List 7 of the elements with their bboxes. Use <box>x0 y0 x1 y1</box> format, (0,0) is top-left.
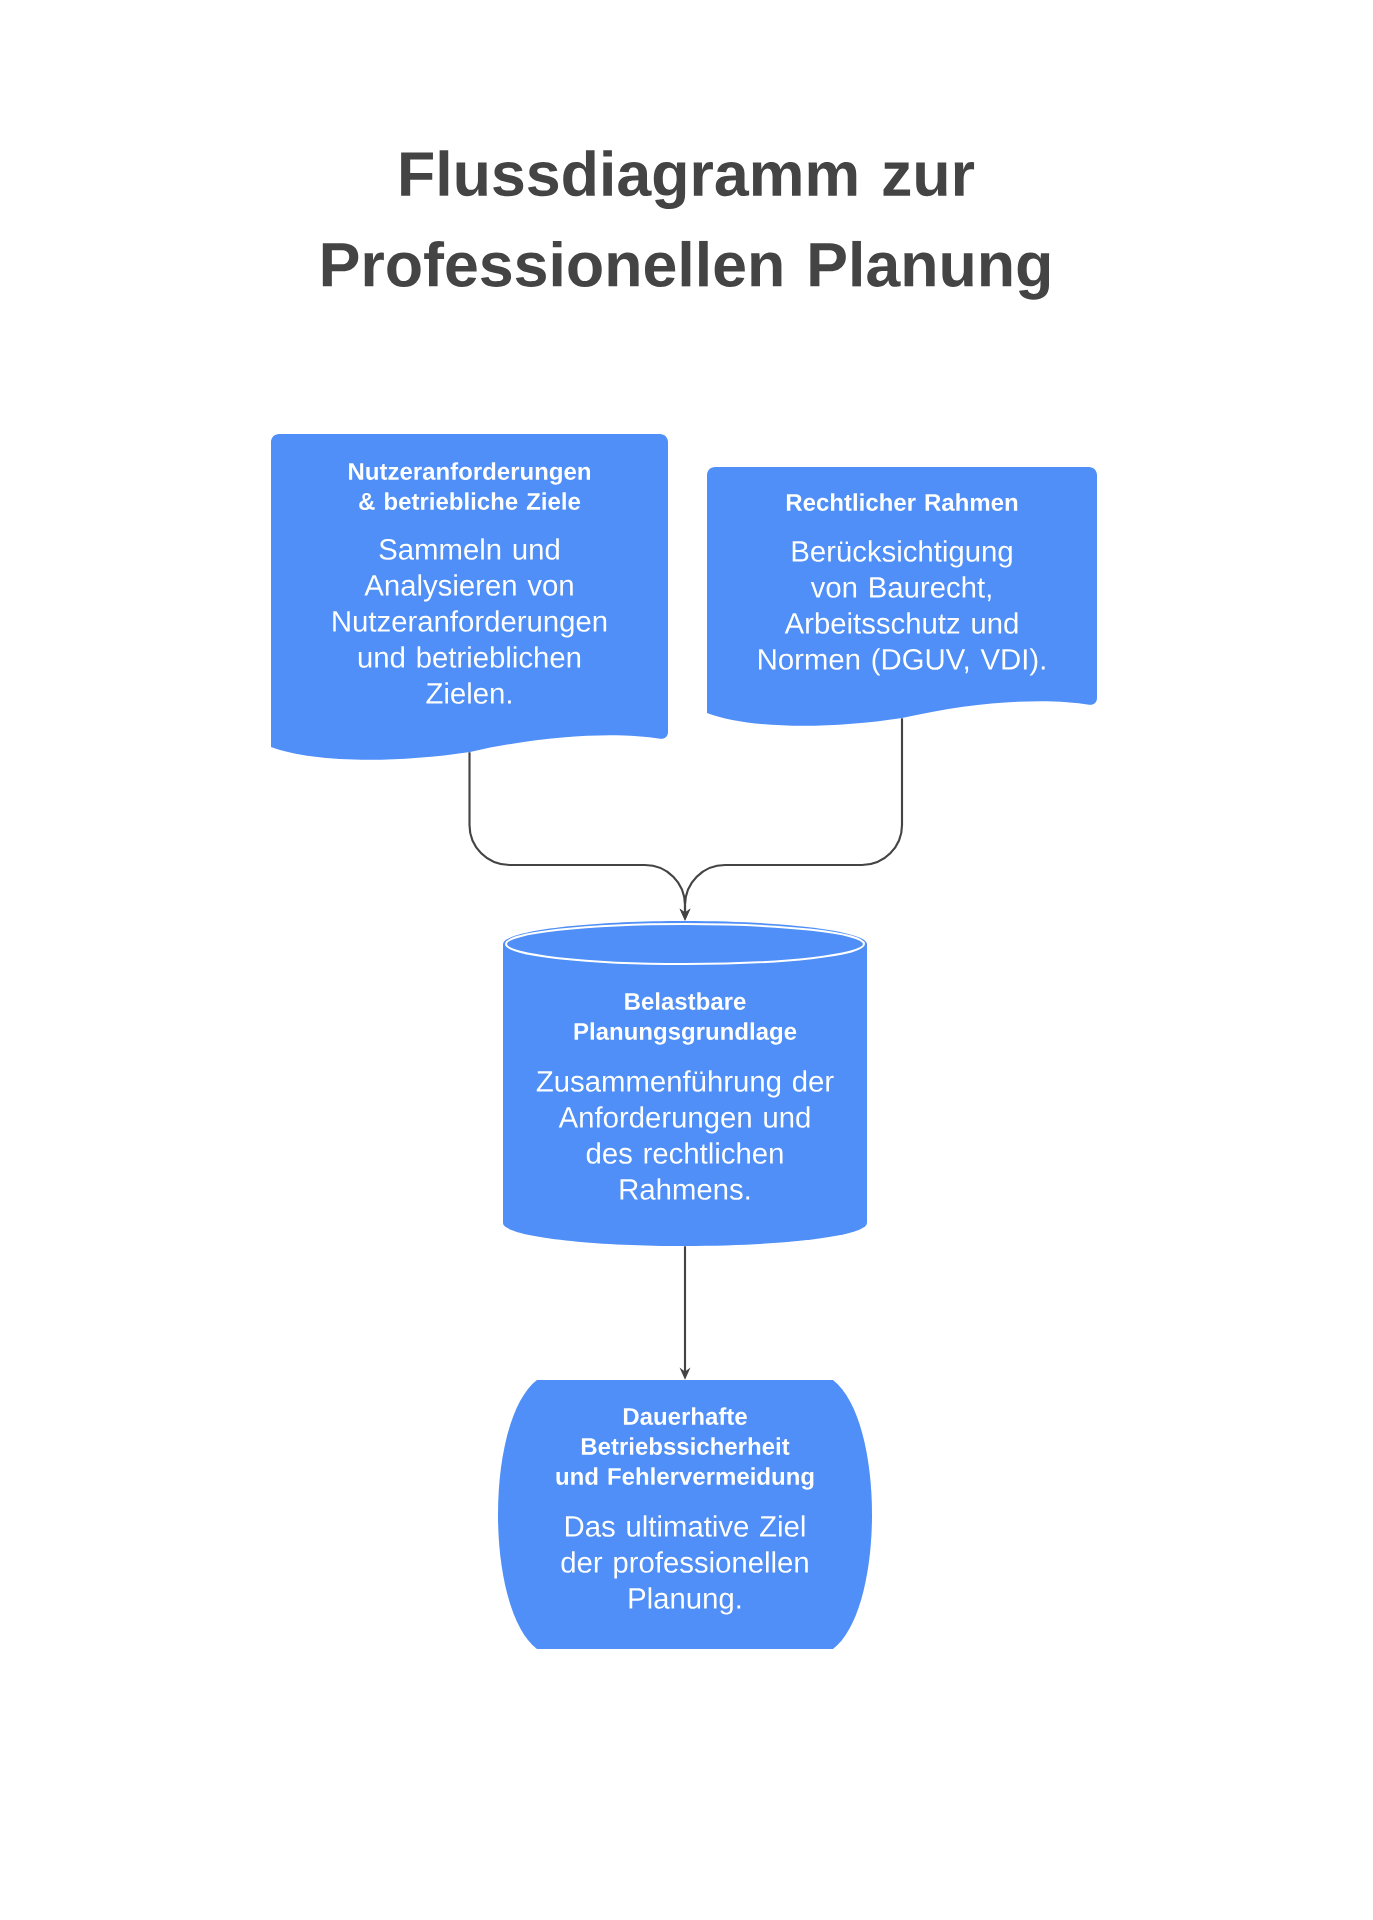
box-description: Sammeln und Analysieren von Nutzeranforderungen und betrieblichen Zielen. <box>333 538 607 704</box>
title: Flussdiagramm zur Professionellen Planung <box>322 150 1050 300</box>
box-description: Berücksichtigung von Baurecht, Arbeitsschutz und Normen (DGUV, VDI). <box>759 540 1045 676</box>
box-description: Das ultimative Ziel der professionellen Planung. <box>561 1515 808 1615</box>
box-heading: Nutzeranforderungen & betriebliche Ziele <box>349 462 590 510</box>
box-heading: Dauerhafte Betriebssicherheit und Fehlervermeidung <box>556 1407 814 1490</box>
box-heading: Rechtlicher Rahmen <box>786 493 1018 511</box>
